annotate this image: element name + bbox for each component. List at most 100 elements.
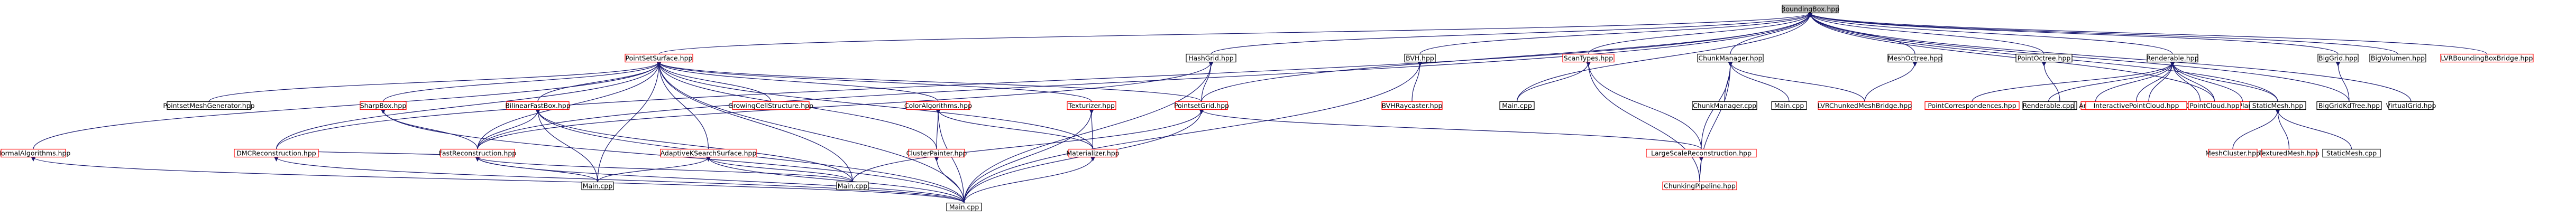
- node-label: SharpBox.hpp: [360, 102, 407, 110]
- node-BVHRaycaster[interactable]: BVHRaycaster.hpp: [1381, 101, 1443, 110]
- node-PointsetGrid[interactable]: PointsetGrid.hpp: [1174, 101, 1229, 110]
- node-box[interactable]: [906, 101, 970, 110]
- node-box[interactable]: [2188, 101, 2241, 110]
- node-ColorAlgorithms[interactable]: ColorAlgorithms.hpp: [904, 101, 972, 110]
- node-box[interactable]: [1697, 53, 1764, 63]
- node-BVH[interactable]: BVH.hpp: [1404, 53, 1436, 63]
- node-box[interactable]: [1067, 101, 1116, 110]
- node-ChunkingPipeline[interactable]: ChunkingPipeline.hpp: [1662, 181, 1737, 191]
- node-NormalAlgorithms[interactable]: NormalAlgorithms.hpp: [0, 148, 70, 158]
- node-box[interactable]: [1692, 101, 1757, 110]
- node-RenderableCpp[interactable]: Renderable.cpp: [2022, 101, 2075, 110]
- node-ClusterPainter[interactable]: ClusterPainter.hpp: [906, 148, 967, 158]
- node-Main_b[interactable]: Main.cpp: [836, 181, 869, 191]
- node-box[interactable]: [2249, 101, 2306, 110]
- node-box[interactable]: [1404, 53, 1436, 63]
- node-StaticMeshCpp[interactable]: StaticMesh.cpp: [2322, 148, 2381, 158]
- node-StaticMeshHpp[interactable]: StaticMesh.hpp: [2249, 101, 2306, 110]
- edge-PointSetSurface-SharpBox: [382, 62, 662, 102]
- node-box[interactable]: [1662, 181, 1737, 191]
- node-box[interactable]: [2022, 101, 2075, 110]
- node-label: PointSetSurface.hpp: [626, 54, 693, 62]
- node-Main_bottom[interactable]: Main.cpp: [946, 202, 982, 212]
- node-Materializer[interactable]: Materializer.hpp: [1066, 148, 1120, 158]
- node-BoundingBox[interactable]: BoundingBox.hpp: [1781, 4, 1839, 14]
- node-LargeScaleReconstruction[interactable]: LargeScaleReconstruction.hpp: [1646, 148, 1757, 158]
- node-box[interactable]: [1499, 101, 1535, 110]
- node-ScanTypes[interactable]: ScanTypes.hpp: [1562, 53, 1615, 63]
- node-box[interactable]: [660, 148, 757, 158]
- node-BilinearFastBox[interactable]: BilinearFastBox.hpp: [505, 101, 571, 110]
- node-MeshCluster[interactable]: MeshCluster.hpp: [2205, 148, 2260, 158]
- node-box[interactable]: [1186, 53, 1236, 63]
- node-box[interactable]: [732, 101, 810, 110]
- node-InteractivePointCloud[interactable]: InteractivePointCloud.hpp: [2085, 101, 2187, 110]
- node-box[interactable]: [1924, 101, 2020, 110]
- node-box[interactable]: [1381, 101, 1443, 110]
- node-Texturizer[interactable]: Texturizer.hpp: [1067, 101, 1116, 110]
- node-label: PointOctree.hpp: [2018, 54, 2071, 62]
- node-box[interactable]: [1068, 148, 1117, 158]
- node-box[interactable]: [167, 101, 251, 110]
- node-MeshOctree[interactable]: MeshOctree.hpp: [1887, 53, 1942, 63]
- node-box[interactable]: [1562, 53, 1615, 63]
- node-box[interactable]: [2440, 53, 2534, 63]
- node-box[interactable]: [581, 181, 614, 191]
- edge-BoundingBox-VirtualGrid: [1808, 13, 2412, 102]
- node-TexturedMesh[interactable]: TexturedMesh.hpp: [2258, 148, 2320, 158]
- node-box[interactable]: [2085, 101, 2187, 110]
- node-PointSetSurface[interactable]: PointSetSurface.hpp: [625, 53, 693, 63]
- node-box[interactable]: [1646, 148, 1757, 158]
- node-box[interactable]: [836, 181, 869, 191]
- node-PointsetMeshGenerator[interactable]: PointsetMeshGenerator.hpp: [163, 101, 255, 110]
- edge-Renderable-PointCloud: [2170, 62, 2215, 102]
- node-BigGrid[interactable]: BigGrid.hpp: [2317, 53, 2359, 63]
- node-box[interactable]: [2208, 148, 2258, 158]
- node-BigVolumen[interactable]: BigVolumen.hpp: [2369, 53, 2426, 63]
- node-Main_hg[interactable]: Main.cpp: [1499, 101, 1535, 110]
- node-box[interactable]: [2317, 53, 2359, 63]
- node-box[interactable]: [1818, 101, 1912, 110]
- edge-StaticMeshHpp-TexturedMesh: [2275, 109, 2290, 149]
- node-Main_a[interactable]: Main.cpp: [581, 181, 614, 191]
- node-SharpBox[interactable]: SharpBox.hpp: [360, 101, 407, 110]
- node-box[interactable]: [1, 148, 66, 158]
- node-GrowingCellStructure[interactable]: GrowingCellStructure.hpp: [728, 101, 813, 110]
- node-ChunkManager[interactable]: ChunkManager.hpp: [1697, 53, 1764, 63]
- node-label: ClusterPainter.hpp: [906, 149, 967, 157]
- node-VirtualGrid[interactable]: VirtualGrid.hpp: [2386, 101, 2436, 110]
- node-ChunkManagerCpp[interactable]: ChunkManager.cpp: [1692, 101, 1757, 110]
- node-box[interactable]: [440, 148, 515, 158]
- node-box[interactable]: [908, 148, 965, 158]
- node-box[interactable]: [1887, 53, 1942, 63]
- node-PointCorrespondences[interactable]: PointCorrespondences.hpp: [1924, 101, 2020, 110]
- node-LVRBoundingBoxBridge[interactable]: LVRBoundingBoxBridge.hpp: [2440, 53, 2534, 63]
- node-BigGridKdTree[interactable]: BigGridKdTree.hpp: [2316, 101, 2382, 110]
- node-box[interactable]: [1771, 101, 1807, 110]
- node-PointOctree[interactable]: PointOctree.hpp: [2015, 53, 2073, 63]
- node-box[interactable]: [1175, 101, 1228, 110]
- node-LVRChunkedMeshBridge[interactable]: LVRChunkedMeshBridge.hpp: [1818, 101, 1912, 110]
- node-box[interactable]: [2369, 53, 2426, 63]
- node-box[interactable]: [2388, 101, 2434, 110]
- node-Main_cm[interactable]: Main.cpp: [1771, 101, 1807, 110]
- node-PointCloud[interactable]: PointCloud.hpp: [2188, 101, 2241, 110]
- node-box[interactable]: [625, 53, 693, 63]
- node-box[interactable]: [234, 148, 319, 158]
- node-AdaptiveKSearchSurface[interactable]: AdaptiveKSearchSurface.hpp: [660, 148, 757, 158]
- node-box[interactable]: [2316, 101, 2382, 110]
- edge-Texturizer-Materializer: [1089, 109, 1094, 149]
- node-Renderable[interactable]: Renderable.hpp: [2146, 53, 2199, 63]
- node-box[interactable]: [946, 202, 982, 212]
- node-DMCReconstruction[interactable]: DMCReconstruction.hpp: [234, 148, 319, 158]
- node-box[interactable]: [2147, 53, 2198, 63]
- node-box[interactable]: [506, 101, 570, 110]
- node-box[interactable]: [2015, 53, 2073, 63]
- node-FastReconstruction[interactable]: FastReconstruction.hpp: [439, 148, 516, 158]
- node-box[interactable]: [2322, 148, 2381, 158]
- edge-BoundingBox-BigVolumen: [1808, 13, 2398, 54]
- node-box[interactable]: [360, 101, 407, 110]
- node-box[interactable]: [1782, 4, 1839, 14]
- node-HashGrid[interactable]: HashGrid.hpp: [1186, 53, 1236, 63]
- node-box[interactable]: [2261, 148, 2317, 158]
